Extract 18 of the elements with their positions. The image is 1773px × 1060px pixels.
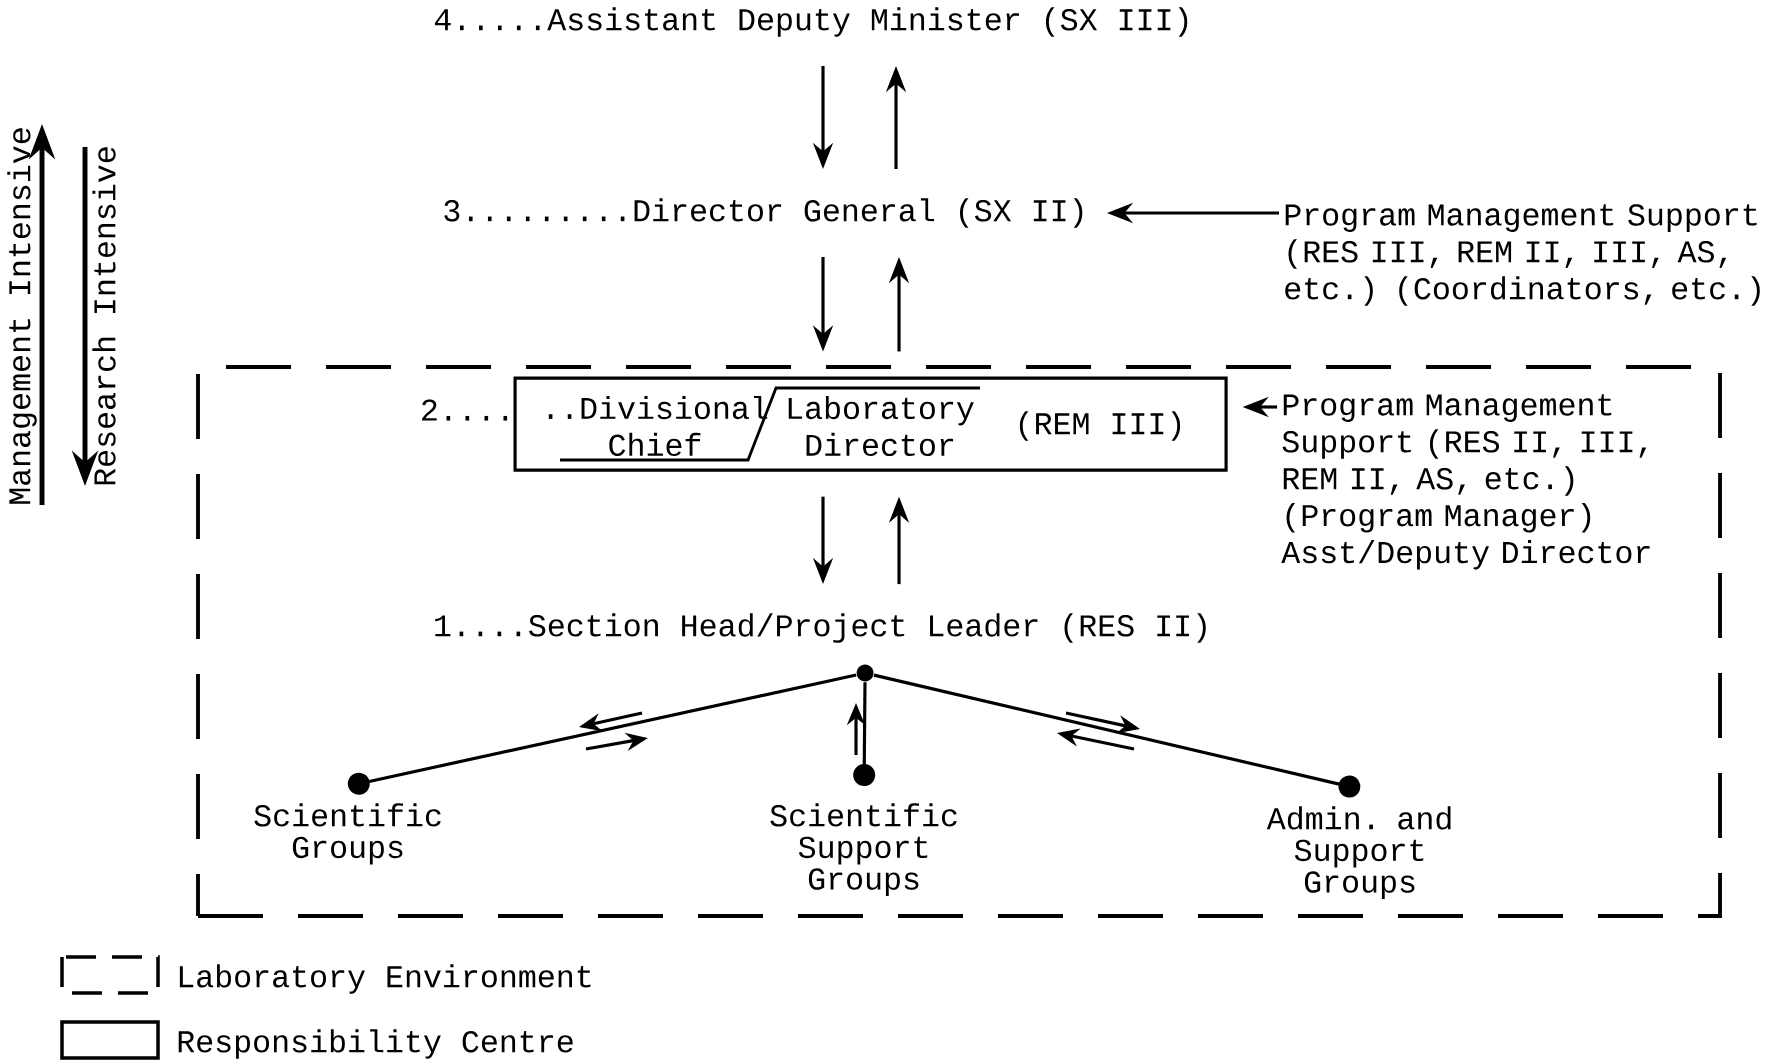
text-label: Scientific Support Groups — [770, 803, 957, 896]
connector-line — [853, 682, 876, 787]
connector-line — [347, 673, 857, 795]
connector-line — [873, 673, 1361, 798]
junction-dot — [856, 664, 874, 682]
legend-entry: Laboratory Environment — [60, 955, 591, 995]
text-label: Program Management Support (RES II, III, REM II, AS, etc.) (Program Manager) Asst/Deputy Director — [1281, 394, 1650, 570]
text-label: 1....Section Head/Project Leader (RES II) — [435, 613, 1206, 643]
text-label: 3.........Director General (SX II) — [444, 198, 1083, 228]
node-label: 2.... — [422, 399, 508, 421]
responsibility-centre-box: 2.... ..Divisional Chief Laboratory Director (REM III) — [422, 376, 1228, 472]
legend-entry: Responsibility Centre — [60, 1020, 573, 1060]
text-label: Scientific Groups — [254, 803, 441, 865]
text-label: Admin. and Support Groups — [1266, 806, 1451, 899]
text-label: 4.....Assistant Deputy Minister (SX III) — [434, 7, 1188, 37]
axis-label: Research Intensive — [92, 147, 116, 485]
axis-label: Management Intensive — [7, 128, 37, 504]
text-label: Program Management Support (RES III, REM II, III, AS, etc.) (Coordinators, etc.) — [1285, 204, 1760, 306]
